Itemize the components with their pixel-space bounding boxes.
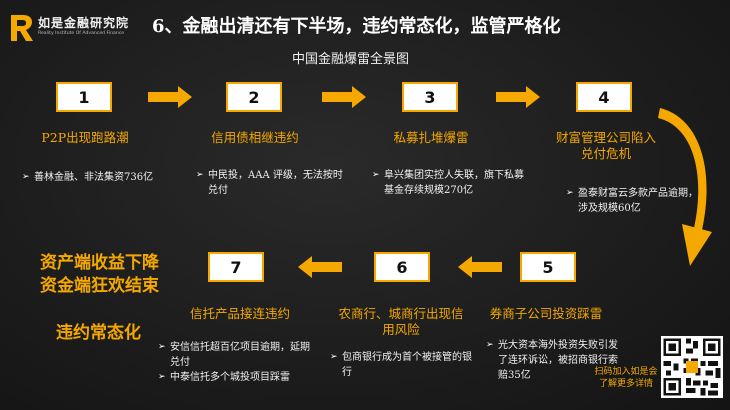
step-box-5: 5 bbox=[520, 252, 576, 282]
detail-item: 光大资本海外投资失败引发了连环诉讼，被招商银行索赔35亿 bbox=[486, 338, 626, 383]
brand-name: 如是金融研究院 bbox=[38, 16, 130, 30]
detail-item: 阜兴集团实控人失联，旗下私募基金存续规模270亿 bbox=[372, 168, 530, 198]
step-box-3: 3 bbox=[402, 82, 458, 112]
curved-arrow-icon bbox=[658, 108, 712, 266]
arrow-left-icon bbox=[458, 256, 502, 278]
phase-label-3: 私募扎堆爆雷 bbox=[393, 130, 469, 145]
qr-caption: 扫码加入如是会了解更多详情 bbox=[594, 367, 658, 389]
detail-item: 盈泰财富云多款产品逾期，涉及规模60亿 bbox=[566, 186, 704, 216]
diagram-subtitle: 中国金融爆雷全景图 bbox=[292, 52, 410, 67]
summary-line-3: 违约常态化 bbox=[56, 323, 141, 343]
brand-subtitle: Reality Institute Of Advanced Finance bbox=[38, 31, 125, 36]
detail-item: 中民投，AAA 评级，无法按时兑付 bbox=[196, 168, 346, 198]
arrow-right-icon bbox=[148, 86, 192, 108]
detail-block-4: 盈泰财富云多款产品逾期，涉及规模60亿 bbox=[566, 186, 704, 216]
step-box-1: 1 bbox=[56, 82, 112, 112]
step-box-2: 2 bbox=[226, 82, 282, 112]
phase-label-5: 券商子公司投资踩雷 bbox=[489, 306, 603, 321]
phase-label-1: P2P出现跑路潮 bbox=[41, 130, 129, 145]
summary-line-1: 资产端收益下降 bbox=[40, 253, 159, 273]
summary-line-2: 资金端狂欢结束 bbox=[40, 276, 159, 296]
logo-icon bbox=[11, 15, 33, 41]
step-box-7: 7 bbox=[208, 252, 264, 282]
detail-item: 安信信托超百亿项目逾期，延期兑付 bbox=[158, 340, 318, 370]
page-title: 6、金融出清还有下半场，违约常态化，监管严格化 bbox=[152, 16, 561, 37]
phase-label-7: 信托产品接连违约 bbox=[189, 306, 290, 321]
detail-block-1: 善林金融、非法集资736亿 bbox=[22, 170, 154, 185]
detail-item: 中泰信托多个城投项目踩雷 bbox=[158, 370, 318, 385]
phase-label-2: 信用债相继违约 bbox=[211, 130, 299, 145]
phase-label-6: 农商行、城商行出现信用风险 bbox=[338, 306, 464, 337]
arrow-right-icon bbox=[322, 86, 366, 108]
detail-block-7: 安信信托超百亿项目逾期，延期兑付 中泰信托多个城投项目踩雷 bbox=[158, 340, 318, 385]
detail-block-3: 阜兴集团实控人失联，旗下私募基金存续规模270亿 bbox=[372, 168, 530, 198]
detail-block-5: 光大资本海外投资失败引发了连环诉讼，被招商银行索赔35亿 bbox=[486, 338, 626, 383]
detail-item: 善林金融、非法集资736亿 bbox=[22, 170, 154, 185]
detail-item: 包商银行成为首个被接管的银行 bbox=[330, 350, 476, 380]
arrow-right-icon bbox=[496, 86, 540, 108]
step-box-6: 6 bbox=[374, 252, 430, 282]
phase-label-4: 财富管理公司陷入兑付危机 bbox=[555, 130, 656, 161]
detail-block-2: 中民投，AAA 评级，无法按时兑付 bbox=[196, 168, 346, 198]
arrow-left-icon bbox=[298, 256, 342, 278]
qr-code-icon bbox=[661, 336, 723, 398]
detail-block-6: 包商银行成为首个被接管的银行 bbox=[330, 350, 476, 380]
step-box-4: 4 bbox=[576, 82, 632, 112]
